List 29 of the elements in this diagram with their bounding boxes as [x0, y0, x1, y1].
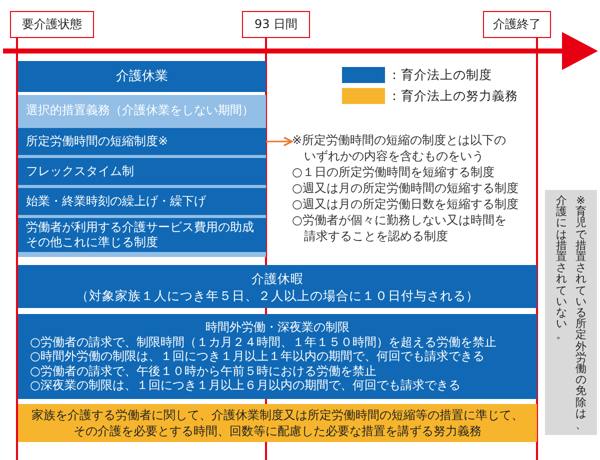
effort-duty-bar: 家族を介護する労働者に関して、介護休業制度又は所定労働時間の短縮等の措置に準じて、その介護を必要とする時間、回数等に配慮した必要な措置を講ずる努力義務	[18, 404, 537, 442]
note-item: ○１日の所定労働時間を短縮する制度	[292, 164, 496, 180]
note-item: ○週又は月の所定労働日数を短縮する制度	[292, 196, 520, 212]
legend-label: ：育介法上の努力義務	[388, 87, 518, 105]
policy-bar: 介護休業	[18, 61, 266, 92]
policy-item: 労働者が利用する介護サービス費用の助成その他これに準じる制度	[18, 218, 266, 252]
milestone-label: 93 日間	[242, 11, 310, 38]
policy-bar	[18, 314, 537, 399]
arrow	[266, 136, 293, 146]
legend-label: ：育介法上の制度	[388, 66, 492, 84]
policy-bar	[18, 265, 537, 308]
milestone-label: 要介護状態	[10, 11, 94, 38]
bar-item: ○労働者の請求で、制限時間（１カ月２４時間、１年１５０時間）を超える労働を禁止	[29, 334, 498, 350]
side-note: ※育児で措置されている所定外労働の免除は、介護には措置されていない。	[545, 190, 597, 435]
bar-title: 時間外労働・深夜業の制限	[204, 320, 350, 335]
note-item: ○労働者が個々に勤務しない又は時間を請求することを認める制度	[292, 212, 508, 244]
panel-heading: 選択的措置義務（介護休業をしない期間）	[25, 102, 255, 119]
bar-title: 介護休暇	[250, 270, 304, 286]
policy-item: 始業・終業時刻の繰上げ・繰下げ	[18, 188, 266, 215]
bar-subtitle: （対象家族１人につき年５日、２人以上の場合に１０日付与される）	[75, 286, 480, 304]
bar-item: ○深夜業の制限は、１回につき１月以上６月以内の期間で、何回でも請求できる	[29, 378, 462, 393]
policy-panel	[18, 95, 266, 257]
policy-item: 所定労働時間の短縮制度※	[18, 128, 266, 155]
bar-item: ○労働者の請求で、午後１０時から午前５時における労働を禁止	[29, 364, 378, 378]
bar-item: ○時間外労働の制限は、１回につき１月以上１年以内の期間で、何回でも請求できる	[29, 349, 486, 364]
note-item: ○週又は月の所定労働時間の短縮する制度	[292, 180, 520, 196]
milestone-label: 介護終了	[483, 11, 551, 38]
note-heading: ※所定労働時間の短縮の制度とは以下のいずれかの内容を含むものをいう	[292, 132, 508, 164]
policy-item: フレックスタイム制	[18, 158, 266, 185]
